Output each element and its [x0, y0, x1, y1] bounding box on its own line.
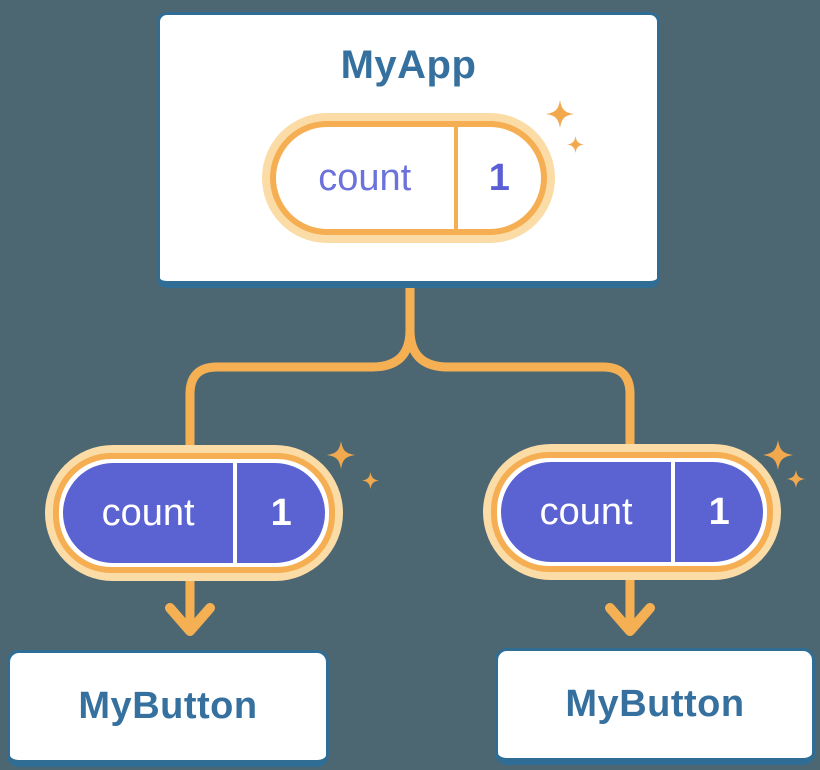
parent-pill-divider [453, 127, 458, 229]
child-right-state-pill-body: count 1 [501, 462, 763, 562]
parent-state-pill-body: count 1 [276, 127, 541, 229]
child-right-state-pill: count 1 [483, 444, 781, 580]
sparkle-icon [787, 470, 805, 488]
child-left-state-pill-ring: count 1 [53, 453, 335, 573]
child-left-state-name: count [101, 491, 195, 534]
child-left-pill-divider [233, 463, 238, 563]
child-left-state-pill-body: count 1 [63, 463, 325, 563]
child-right-state-pill-ring: count 1 [491, 452, 773, 572]
sparkle-icon [327, 441, 355, 469]
mybutton-right-title: MyButton [565, 683, 745, 725]
parent-state-pill: count 1 [262, 113, 555, 243]
child-left-state-value: 1 [270, 491, 292, 534]
mybutton-card-right: MyButton [495, 648, 815, 765]
connector-branch-right [405, 277, 635, 631]
myapp-title: MyApp [340, 43, 477, 87]
parent-state-value: 1 [488, 156, 510, 199]
arrow-head-right [605, 603, 655, 636]
sparkle-icon [362, 472, 379, 489]
sparkle-icon [763, 440, 793, 470]
child-right-state-value: 1 [708, 490, 730, 533]
parent-state-name: count [318, 156, 412, 199]
sparkle-icon [546, 100, 574, 128]
parent-state-pill-ring: count 1 [270, 121, 547, 235]
child-right-pill-divider [671, 462, 676, 562]
child-left-state-pill: count 1 [45, 445, 343, 581]
mybutton-card-left: MyButton [7, 650, 329, 767]
mybutton-left-title: MyButton [78, 685, 258, 727]
arrow-head-left [165, 603, 215, 636]
sparkle-icon [567, 136, 584, 153]
child-right-state-name: count [539, 490, 633, 533]
